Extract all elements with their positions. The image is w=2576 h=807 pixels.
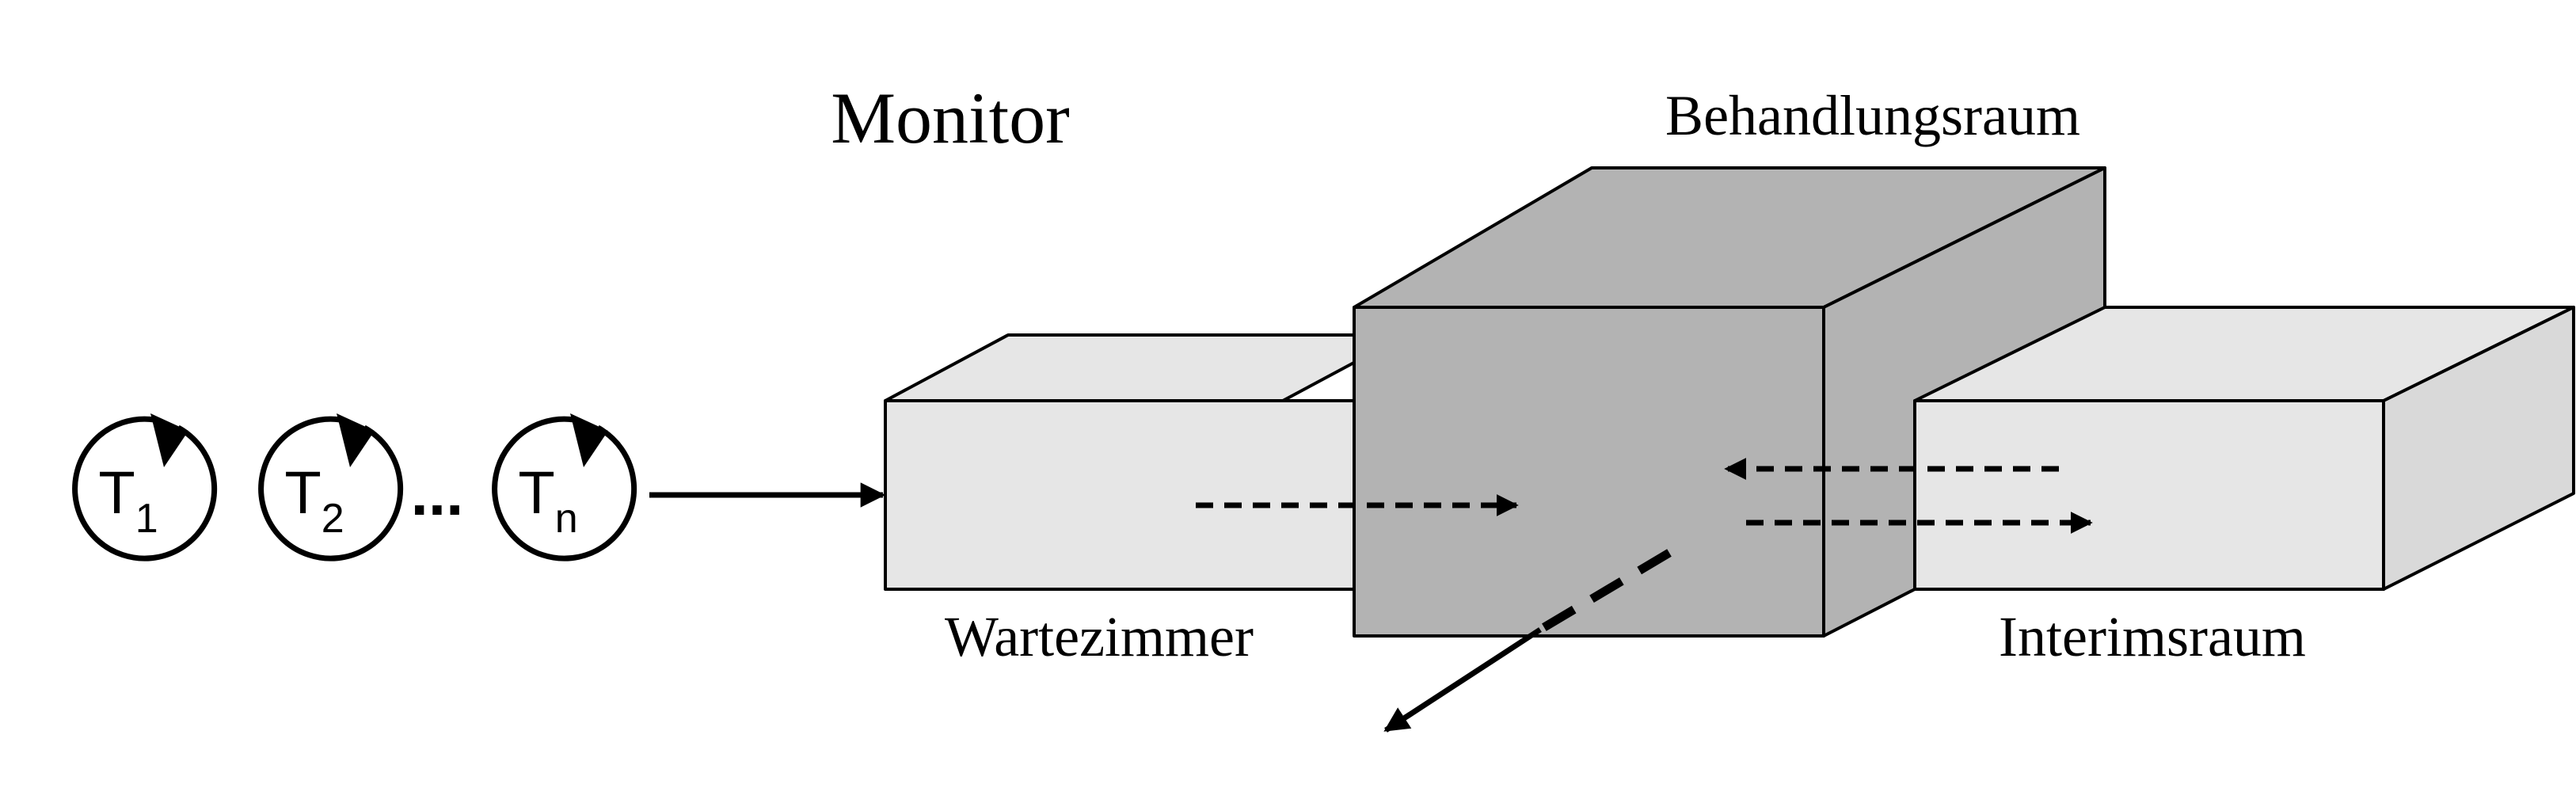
thread-letter: T <box>284 459 321 527</box>
waiting-room-box <box>884 333 1407 591</box>
cycle-arrowhead-icon <box>337 413 375 467</box>
cycle-arrowhead-icon <box>150 413 188 467</box>
thread-index: 2 <box>322 496 344 542</box>
svg-text:T2: T2 <box>284 459 344 542</box>
exit-arrow-dashed <box>1538 549 1672 634</box>
thread-t1: T1 <box>72 413 218 561</box>
cycle-arrow-icon <box>72 416 218 561</box>
cycle-arrow-icon <box>492 416 637 561</box>
interim-room-label: Interimsraum <box>1999 605 2306 668</box>
thread-t2: T2 <box>258 413 404 561</box>
thread-ellipsis: ... <box>411 458 464 528</box>
thread-letter: T <box>98 459 135 527</box>
monitor-title: Monitor <box>831 78 1070 158</box>
svg-text:T1: T1 <box>98 459 158 542</box>
cycle-arrowhead-icon <box>570 413 608 467</box>
cycle-arrow-icon <box>258 416 404 561</box>
waiting-room-label: Wartezimmer <box>945 605 1254 668</box>
thread-tn: Tn <box>492 413 637 561</box>
exit-arrow <box>1383 627 1542 733</box>
thread-index: 1 <box>135 496 158 542</box>
treatment-room-label: Behandlungsraum <box>1665 84 2080 147</box>
thread-letter: T <box>518 459 554 527</box>
svg-text:Tn: Tn <box>518 459 577 542</box>
thread-index: n <box>555 496 578 542</box>
